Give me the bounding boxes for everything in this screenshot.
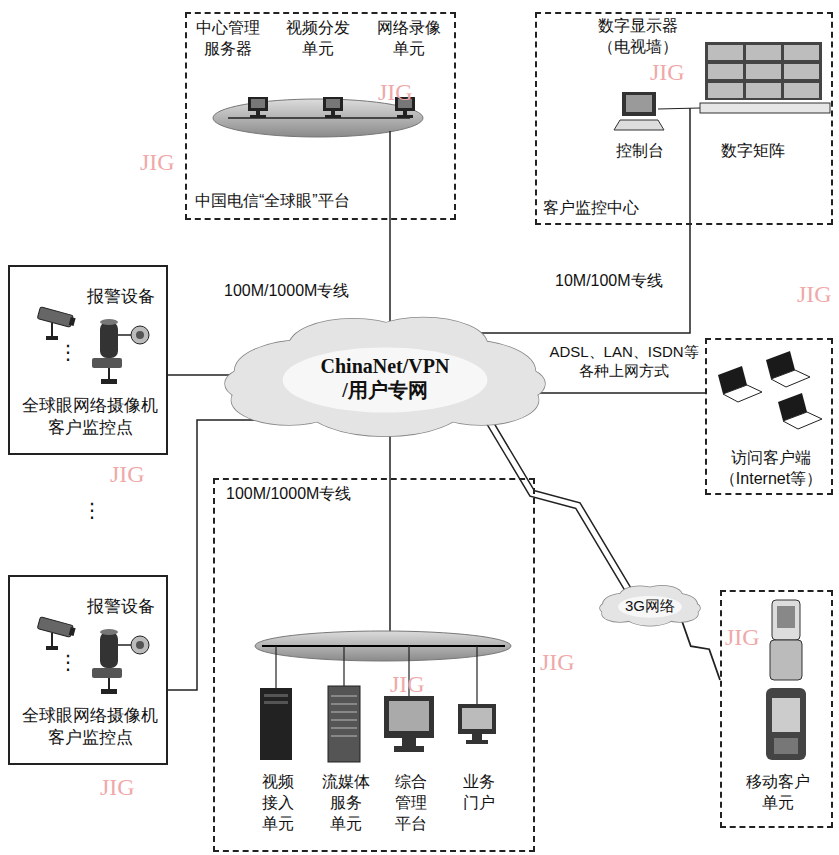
platform-box: 中国电信“全球眼”平台 中心管理 服务器视频分发 单元网络录像 单元 (185, 12, 456, 220)
unit-label: 综合 管理 平台 (394, 772, 428, 834)
node-text: 报警设备 (87, 596, 155, 618)
node-text: 访问客户端 （Internet等） (719, 448, 824, 490)
link-label: 100M/1000M专线 (226, 484, 351, 504)
unit-label: 业务 门户 (462, 772, 496, 814)
connector-line (389, 220, 391, 331)
cloud-shape (225, 315, 545, 440)
node-text: 全球眼网络摄像机 客户监控点 (21, 395, 159, 439)
node-text: 控制台 (616, 141, 664, 162)
monitor-point-box: 报警设备全球眼网络摄像机 客户监控点 (8, 265, 168, 455)
cloud-highlight (283, 348, 488, 413)
node-text: 中国电信“全球眼”平台 (195, 191, 350, 212)
watermark: JIG (650, 60, 685, 84)
service-box: 视频 接入 单元流媒体 服务 单元综合 管理 平台业务 门户 (213, 478, 535, 852)
node-text: 全球眼网络摄像机 客户监控点 (21, 705, 159, 749)
3g-cloud: 3G网络 (600, 585, 700, 627)
monitor-center-box: 客户监控中心 数字显示器 （电视墙） 控制台 数字矩阵 (535, 12, 833, 225)
cloud-highlight (618, 596, 682, 618)
link-label: ADSL、LAN、ISDN等 各种上网方式 (548, 343, 700, 381)
connector-line (168, 420, 334, 690)
node-text: 数字矩阵 (721, 141, 785, 162)
watermark: JIG (390, 672, 425, 696)
monitor-point-box: 报警设备全球眼网络摄像机 客户监控点 (8, 575, 168, 765)
node-text: 中心管理 服务器 (195, 18, 261, 60)
watermark: JIG (540, 650, 575, 674)
node-text: 视频分发 单元 (285, 18, 351, 60)
watermark: JIG (110, 462, 145, 486)
connector-line (423, 225, 690, 333)
watermark: JIG (378, 80, 413, 104)
node-text: 移动客户 单元 (745, 772, 811, 814)
link-label: 10M/100M专线 (555, 271, 663, 291)
ellipsis-mark: ⋮ (58, 342, 78, 362)
lightning-outline (480, 406, 630, 593)
server-label: 中心管理 服务器 (195, 18, 261, 60)
server-label: 网络录像 单元 (376, 18, 442, 60)
device-label: 数字显示器 （电视墙） (597, 16, 679, 58)
node-text: 流媒体 服务 单元 (321, 772, 371, 834)
node-text: 客户监控中心 (543, 198, 639, 219)
unit-label: 视频 接入 单元 (261, 772, 295, 834)
node-text: ChinaNet/VPN /用户专网 (320, 354, 451, 402)
watermark: JIG (100, 775, 135, 799)
node-text: 网络录像 单元 (376, 18, 442, 60)
watermark: JIG (725, 625, 760, 649)
wireless-link (680, 616, 720, 681)
node-text: 综合 管理 平台 (394, 772, 428, 834)
ellipsis-mark: ⋮ (58, 652, 78, 672)
lightning-link (480, 406, 630, 593)
link-label: 100M/1000M专线 (224, 281, 349, 301)
network-cloud: ChinaNet/VPN /用户专网 (225, 315, 545, 440)
ellipsis-mark: ⋮ (82, 500, 102, 520)
node-text: 数字显示器 （电视墙） (597, 16, 679, 58)
access-client-box: 访问客户端 （Internet等） (705, 338, 833, 495)
lightning-fill (480, 406, 630, 593)
device-label: 控制台 (616, 141, 664, 162)
unit-label: 流媒体 服务 单元 (321, 772, 371, 834)
node-text: 3G网络 (625, 597, 675, 615)
server-label: 视频分发 单元 (285, 18, 351, 60)
watermark: JIG (140, 150, 175, 174)
node-text: 报警设备 (87, 286, 155, 308)
device-label: 数字矩阵 (721, 141, 785, 162)
watermark: JIG (797, 282, 832, 306)
node-text: 业务 门户 (462, 772, 496, 814)
node-text: 视频 接入 单元 (261, 772, 295, 834)
